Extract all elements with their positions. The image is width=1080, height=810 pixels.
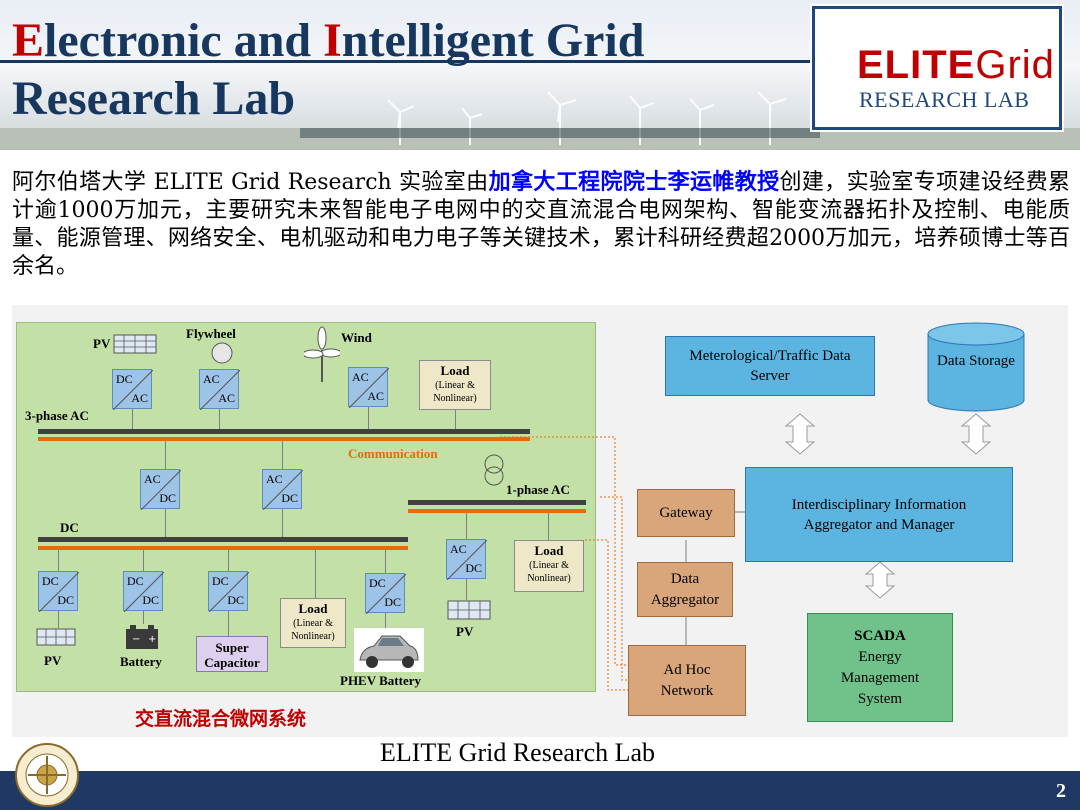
flywheel-icon [210, 341, 234, 365]
connector [58, 611, 59, 628]
double-arrow-icon [866, 562, 894, 598]
connector [132, 409, 133, 429]
connector [385, 613, 386, 628]
pv-top-label: PV [93, 336, 110, 352]
microgrid-caption: 交直流混合微网系统 [135, 704, 306, 731]
scada-subtitle: Energy Management System [808, 647, 952, 710]
connector [368, 407, 369, 429]
load-box: Load(Linear &Nonlinear) [419, 360, 491, 410]
communication-label: Communication [348, 446, 438, 462]
connector [228, 611, 229, 636]
footer-bar [0, 771, 1080, 810]
connector [282, 509, 283, 537]
wind-label: Wind [341, 330, 372, 346]
svg-text:+: + [148, 634, 156, 645]
flywheel-label: Flywheel [186, 326, 236, 342]
connector [165, 441, 166, 469]
connector [165, 509, 166, 537]
data-aggregator-box: Data Aggregator [637, 562, 733, 617]
engineering-seal-icon [14, 742, 80, 808]
transformer-icon [482, 452, 506, 492]
scada-title: SCADA [854, 626, 906, 647]
phev-car-icon [354, 628, 424, 672]
one-phase-ac-bus [408, 500, 586, 505]
double-arrow-icon [962, 414, 990, 454]
aggregator-manager-box: Interdisciplinary Information Aggregator… [745, 467, 1013, 562]
ad-hoc-network-box: Ad Hoc Network [628, 645, 746, 716]
connector [58, 550, 59, 571]
dc-bus [38, 537, 408, 542]
data-storage-label: Data Storage [930, 351, 1022, 372]
connector [466, 513, 467, 539]
communication-line [408, 509, 586, 513]
load-box: Load(Linear &Nonlinear) [514, 540, 584, 592]
pv-bottom-label: PV [44, 653, 61, 669]
scada-box: SCADA Energy Management System [807, 613, 953, 722]
connector [282, 441, 283, 469]
connector [143, 611, 144, 624]
super-capacitor-box: Super Capacitor [196, 636, 268, 672]
battery-icon: −+ [124, 624, 160, 650]
solar-panel-icon [113, 334, 157, 354]
three-phase-ac-bus [38, 429, 530, 434]
pv-right-label: PV [456, 624, 473, 640]
solar-panel-icon [36, 628, 76, 646]
connector [385, 550, 386, 573]
phev-battery-label: PHEV Battery [340, 673, 421, 689]
solar-panel-icon [447, 600, 491, 620]
three-phase-ac-label: 3-phase AC [25, 408, 89, 424]
footer-lab-name: ELITE Grid Research Lab [380, 738, 655, 768]
svg-text:−: − [132, 634, 140, 645]
load-box: Load(Linear &Nonlinear) [280, 598, 346, 648]
connector [548, 513, 549, 541]
connector [219, 409, 220, 429]
connector [466, 579, 467, 600]
connector [228, 550, 229, 571]
connector [455, 410, 456, 429]
gateway-box: Gateway [637, 489, 735, 537]
wind-turbine-icon [304, 326, 340, 382]
double-arrow-icon [786, 414, 814, 454]
communication-line [38, 546, 408, 550]
connector [315, 550, 316, 598]
communication-line [38, 437, 530, 441]
connector [143, 550, 144, 571]
meteorological-traffic-server-box: Meterological/Traffic Data Server [665, 336, 875, 396]
dc-bus-label: DC [60, 520, 79, 536]
one-phase-ac-label: 1-phase AC [506, 482, 570, 498]
battery-label: Battery [120, 654, 162, 670]
page-number: 2 [1056, 780, 1066, 803]
